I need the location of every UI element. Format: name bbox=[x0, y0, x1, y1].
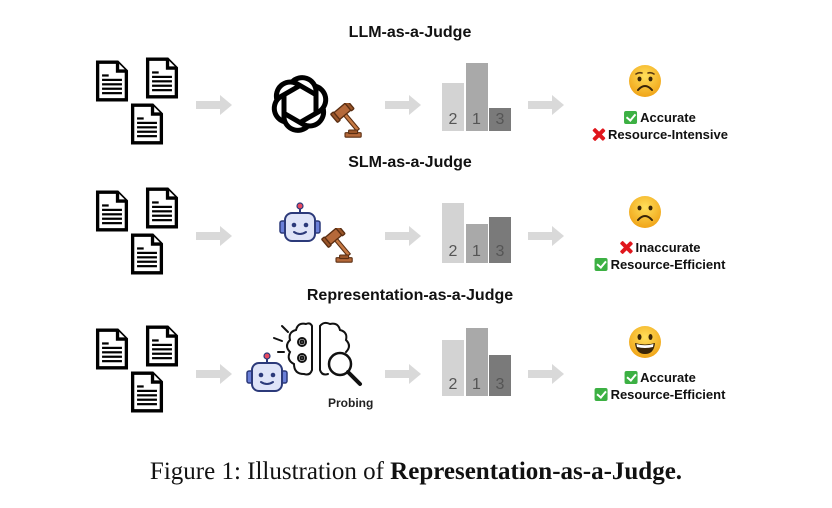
rank-bar: 3 bbox=[489, 355, 511, 396]
verdict-text: Accurate bbox=[640, 110, 696, 125]
verdict-item: Resource-Intensive bbox=[592, 126, 728, 143]
brain-probing-icon bbox=[273, 321, 362, 386]
row-title: SLM-as-a-Judge bbox=[348, 154, 472, 171]
rank-bar-label: 2 bbox=[448, 111, 458, 128]
rank-bar: 1 bbox=[465, 328, 488, 396]
arrow-right-icon bbox=[528, 364, 564, 384]
arrow-right-icon bbox=[385, 95, 421, 115]
document-icon bbox=[145, 187, 179, 229]
verdict-text: Resource-Efficient bbox=[610, 387, 726, 402]
rank-bar: 1 bbox=[465, 224, 488, 263]
rank-bar: 2 bbox=[442, 340, 464, 396]
rank-bar: 3 bbox=[489, 108, 511, 131]
verdict-text: Resource-Efficient bbox=[610, 257, 726, 272]
probing-label: Probing bbox=[328, 396, 374, 410]
check-mark-icon bbox=[624, 371, 638, 384]
document-icon bbox=[130, 233, 164, 275]
arrow-right-icon bbox=[196, 364, 232, 384]
cross-mark-icon bbox=[592, 128, 605, 141]
check-mark-icon bbox=[594, 258, 608, 271]
rank-bar-label: 2 bbox=[448, 243, 458, 260]
document-icon bbox=[130, 371, 164, 413]
verdict-item: Inaccurate bbox=[595, 239, 726, 256]
grinning-face-icon bbox=[629, 326, 661, 358]
verdict-text: Inaccurate bbox=[635, 240, 701, 255]
caption-bold-title: Representation-as-a-Judge. bbox=[390, 458, 683, 485]
document-icon bbox=[95, 190, 129, 232]
gavel-icon bbox=[327, 103, 363, 139]
check-mark-icon bbox=[624, 111, 638, 124]
document-icon bbox=[145, 57, 179, 99]
verdict-text: Resource-Intensive bbox=[608, 127, 728, 142]
gavel-icon bbox=[318, 228, 354, 264]
document-icon bbox=[145, 325, 179, 367]
document-icon bbox=[130, 103, 164, 145]
frowning-face-icon bbox=[629, 196, 661, 228]
openai-logo-icon bbox=[271, 75, 329, 133]
verdict-text: Accurate bbox=[640, 370, 696, 385]
rank-bar-label: 3 bbox=[495, 376, 505, 393]
rank-bar-label: 2 bbox=[448, 376, 458, 393]
rank-bar-label: 1 bbox=[472, 243, 481, 260]
rank-bar: 1 bbox=[465, 63, 488, 131]
rank-bar-label: 3 bbox=[495, 111, 505, 128]
arrow-right-icon bbox=[528, 95, 564, 115]
document-icon bbox=[95, 328, 129, 370]
verdict-item: Accurate bbox=[595, 369, 726, 386]
verdict-item: Resource-Efficient bbox=[594, 386, 726, 403]
arrow-right-icon bbox=[196, 95, 232, 115]
document-icon bbox=[95, 60, 129, 102]
rank-bar-label: 1 bbox=[472, 111, 481, 128]
row-title: Representation-as-a-Judge bbox=[306, 287, 514, 304]
caption-prefix: Figure 1: Illustration of bbox=[149, 458, 391, 485]
verdict-item: Resource-Efficient bbox=[594, 256, 726, 273]
arrow-right-icon bbox=[385, 226, 421, 246]
arrow-right-icon bbox=[196, 226, 232, 246]
rank-bar: 2 bbox=[442, 83, 464, 131]
arrow-right-icon bbox=[385, 364, 421, 384]
rank-bar: 3 bbox=[489, 217, 511, 263]
cross-mark-icon bbox=[619, 241, 632, 254]
robot-icon bbox=[278, 201, 322, 245]
figure-caption: Figure 1: Illustration of Representation… bbox=[0, 458, 832, 486]
worried-face-icon bbox=[629, 65, 661, 97]
check-mark-icon bbox=[594, 388, 608, 401]
rank-bar-label: 1 bbox=[472, 376, 481, 393]
rank-bar-label: 3 bbox=[495, 243, 505, 260]
arrow-right-icon bbox=[528, 226, 564, 246]
verdict-item: Accurate bbox=[592, 109, 728, 126]
row-title: LLM-as-a-Judge bbox=[348, 24, 472, 41]
rank-bar: 2 bbox=[442, 203, 464, 263]
